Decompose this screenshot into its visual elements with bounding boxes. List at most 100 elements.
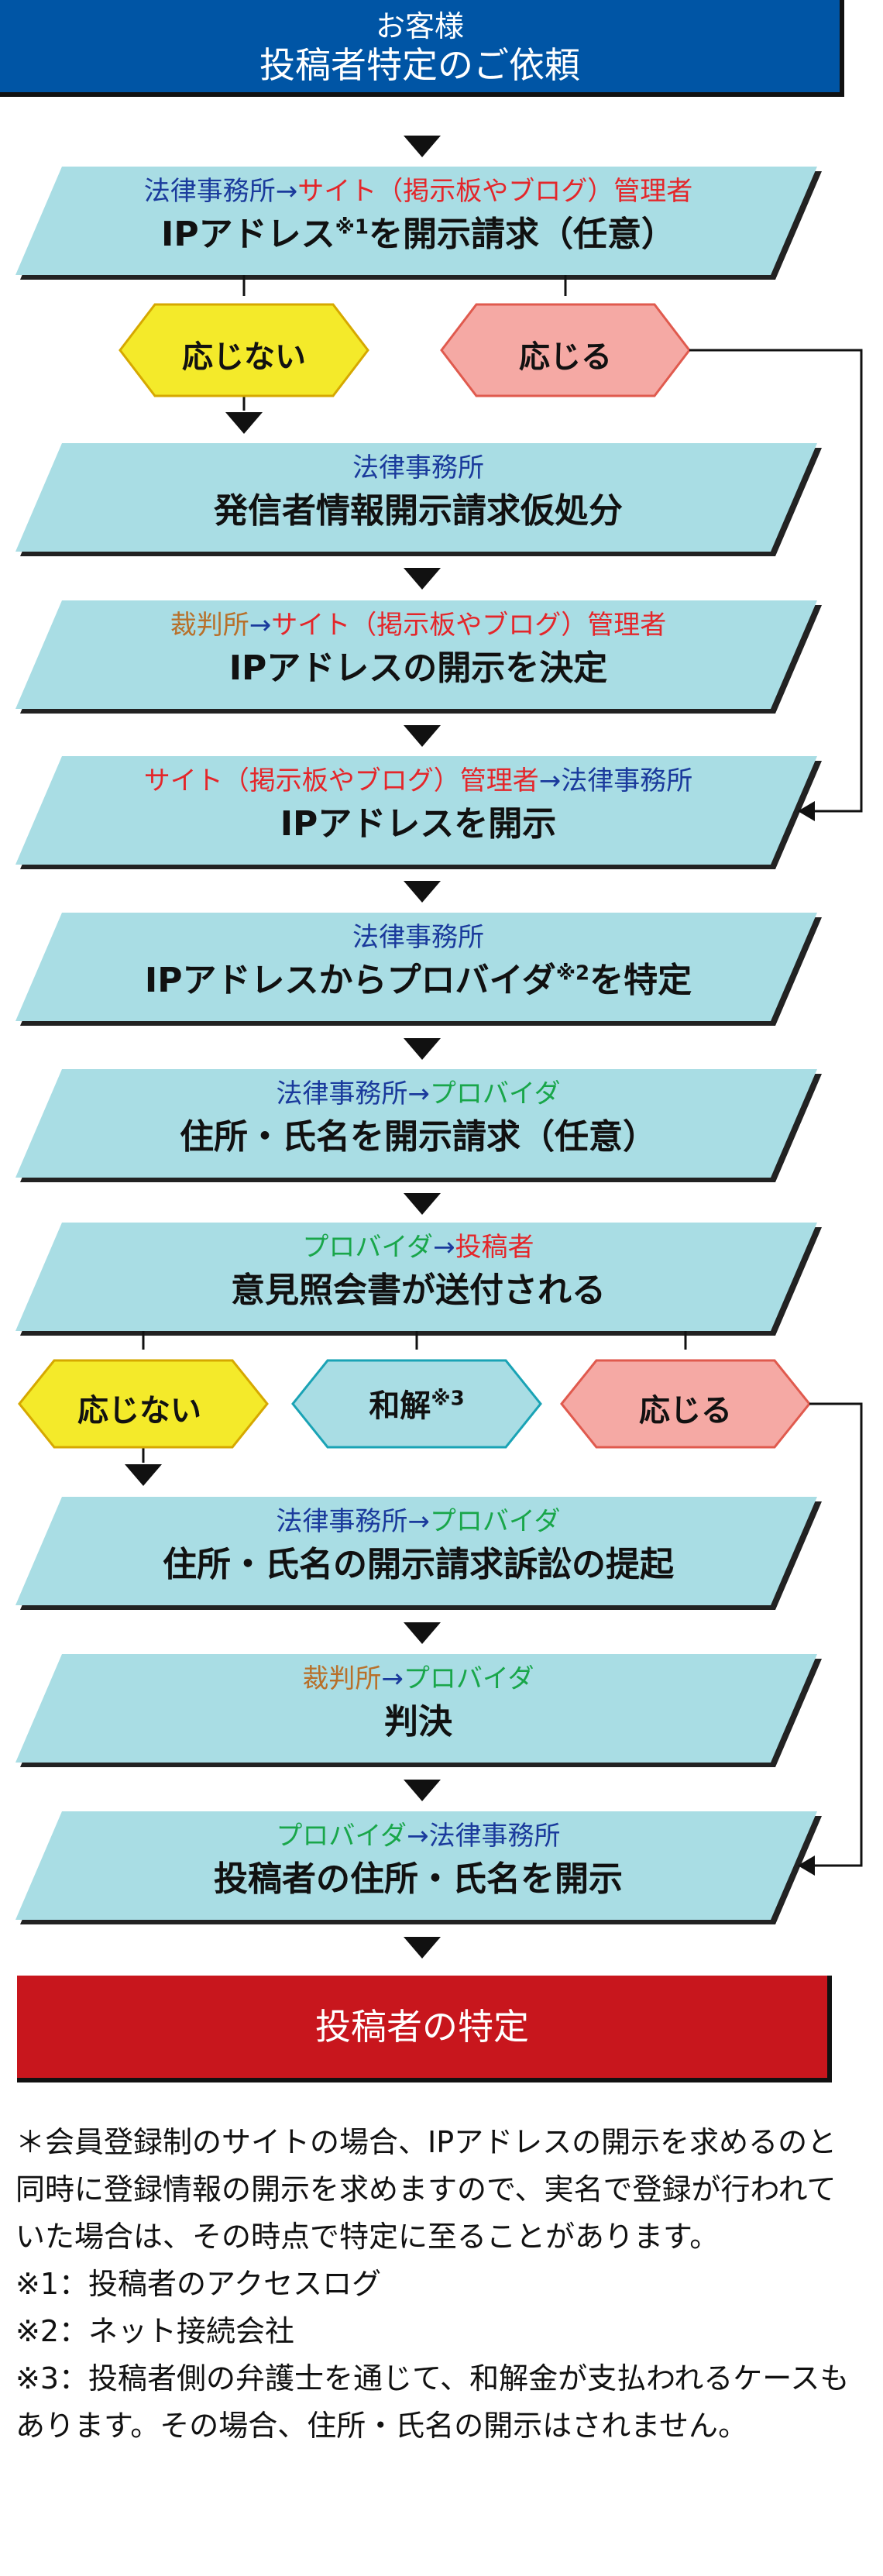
step-3: 裁判所→サイト（掲示板やブログ）管理者 IPアドレスの開示を決定 (31, 610, 806, 689)
down-arrow-icon (404, 1780, 441, 1801)
down-arrow-icon (404, 136, 441, 157)
arrow-glyph: → (249, 610, 272, 641)
step-action: 判決 (31, 1702, 806, 1742)
step-action-text: 住所・氏名の開示請求訴訟の提起 (163, 1545, 674, 1584)
actor-label: 法律事務所 (143, 176, 276, 207)
step-shape (15, 1811, 817, 1920)
return-connector (809, 1402, 863, 1867)
return-connector (689, 349, 863, 813)
step-action-text: 意見照会書が送付される (231, 1271, 606, 1310)
step-actors: プロバイダ→投稿者 (31, 1232, 806, 1263)
actor-label: サイト（掲示板やブログ）管理者 (143, 765, 539, 796)
step-action: 投稿者の住所・氏名を開示 (31, 1859, 806, 1900)
arrow-glyph: → (381, 1663, 404, 1694)
decision2-settle-text: 和解 (369, 1388, 431, 1424)
step-actors: 法律事務所→サイト（掲示板やブログ）管理者 (31, 176, 806, 207)
step-action: IPアドレスの開示を決定 (31, 648, 806, 689)
step-action-text: IPアドレス (161, 215, 335, 254)
step-shape (15, 1497, 817, 1605)
down-arrow-icon (404, 1937, 441, 1959)
step-action: 住所・氏名を開示請求（任意） (31, 1117, 806, 1157)
decision1-no-shape (119, 303, 369, 397)
decision1-yes-label: 応じる (519, 339, 612, 375)
down-arrow-icon (404, 1193, 441, 1215)
actor-label: プロバイダ (276, 1821, 407, 1852)
note-general: ＊会員登録制のサイトの場合、IPアドレスの開示を求めるのと同時に登録情報の開示を… (15, 2125, 837, 2254)
step-action: 発信者情報開示請求仮処分 (31, 491, 806, 531)
step-shape (15, 1654, 817, 1763)
request-box: お客様 投稿者特定のご依頼 (0, 0, 844, 97)
note-1: ※1：投稿者のアクセスログ (15, 2267, 382, 2301)
actor-label: プロバイダ (403, 1663, 534, 1694)
request-line2: 投稿者特定のご依頼 (259, 44, 580, 86)
step-action-text: IPアドレスの開示を決定 (228, 648, 608, 688)
decision1-no-label: 応じない (182, 339, 306, 375)
step-action-text-tail: を特定 (589, 961, 692, 1000)
step-action-text: 判決 (384, 1702, 452, 1742)
step-action-text: 発信者情報開示請求仮処分 (214, 491, 623, 531)
step-action-text: 住所・氏名を開示請求（任意） (180, 1117, 657, 1157)
step-8: 法律事務所→プロバイダ住所・氏名の開示請求訴訟の提起 (31, 1506, 806, 1585)
down-arrow-icon (225, 412, 263, 434)
down-arrow-icon (404, 725, 441, 747)
actor-label: 裁判所 (302, 1663, 382, 1694)
actor-label: 法律事務所 (561, 765, 693, 796)
arrow-glyph: → (538, 765, 562, 796)
actor-label: プロバイダ (429, 1078, 561, 1109)
notes: ＊会員登録制のサイトの場合、IPアドレスの開示を求めるのと同時に登録情報の開示を… (15, 2119, 852, 2450)
step-action: IPアドレスを開示 (31, 804, 806, 844)
step-actors: 裁判所→サイト（掲示板やブログ）管理者 (31, 610, 806, 641)
step-action-text: IPアドレスを開示 (280, 804, 557, 844)
step-action-text: 投稿者の住所・氏名を開示 (214, 1859, 623, 1899)
step-shape (15, 443, 817, 552)
step-action: 意見照会書が送付される (31, 1271, 806, 1311)
step-5: 法律事務所 IPアドレスからプロバイダ※2を特定 (31, 922, 806, 1001)
step-shape (15, 167, 817, 275)
step-shape (15, 756, 817, 865)
actor-label: プロバイダ (302, 1232, 434, 1263)
actor-label: 裁判所 (170, 610, 249, 641)
request-line1: お客様 (375, 9, 464, 43)
actor-label: プロバイダ (429, 1506, 561, 1537)
footnote-ref: ※2 (555, 961, 590, 985)
step-actors: 裁判所→プロバイダ (31, 1663, 806, 1694)
step-action-text: IPアドレスからプロバイダ (144, 961, 556, 1000)
note-3: ※3：投稿者側の弁護士を通じて、和解金が支払われるケースもあります。その場合、住… (15, 2361, 850, 2443)
step-6: 法律事務所→プロバイダ住所・氏名を開示請求（任意） (31, 1078, 806, 1157)
footnote-ref: ※1 (335, 215, 369, 239)
actor-label: サイト（掲示板やブログ）管理者 (271, 610, 667, 641)
step-shape (15, 913, 817, 1021)
step-9: 裁判所→プロバイダ判決 (31, 1663, 806, 1742)
step-actors: 法律事務所→プロバイダ (31, 1078, 806, 1109)
decision2-settle-shape (291, 1359, 542, 1449)
down-arrow-icon (404, 568, 441, 590)
step-action: 住所・氏名の開示請求訴訟の提起 (31, 1545, 806, 1585)
down-arrow-icon (404, 881, 441, 903)
arrow-glyph: → (275, 176, 298, 207)
flowchart (15, 136, 863, 1959)
decision2-settle-label: 和解※3 (293, 1381, 541, 1426)
result-box: 投稿者の特定 (17, 1976, 832, 2082)
step-actors: 法律事務所 (31, 452, 806, 483)
step-action: IPアドレスからプロバイダ※2を特定 (31, 961, 806, 1001)
step-actors: 法律事務所→プロバイダ (31, 1506, 806, 1537)
step-actors: サイト（掲示板やブログ）管理者→法律事務所 (31, 765, 806, 796)
arrow-glyph: → (433, 1232, 455, 1263)
down-arrow-icon (125, 1464, 162, 1486)
left-arrow-icon (798, 801, 815, 821)
actor-label: 投稿者 (455, 1232, 534, 1263)
step-7: プロバイダ→投稿者意見照会書が送付される (31, 1232, 806, 1311)
arrow-glyph: → (407, 1821, 429, 1852)
actor-label: 法律事務所 (276, 1506, 408, 1537)
down-arrow-icon (404, 1622, 441, 1644)
note-2: ※2：ネット接続会社 (15, 2314, 295, 2348)
actor-label: 法律事務所 (352, 452, 484, 483)
down-arrow-icon (404, 1038, 441, 1060)
decision2-settle-sup: ※3 (431, 1387, 465, 1411)
left-arrow-icon (798, 1855, 815, 1876)
step-shape (15, 600, 817, 709)
actor-label: サイト（掲示板やブログ）管理者 (297, 176, 693, 207)
step-2: 法律事務所発信者情報開示請求仮処分 (31, 452, 806, 531)
step-actors: プロバイダ→法律事務所 (31, 1821, 806, 1852)
step-actors: 法律事務所 (31, 922, 806, 953)
